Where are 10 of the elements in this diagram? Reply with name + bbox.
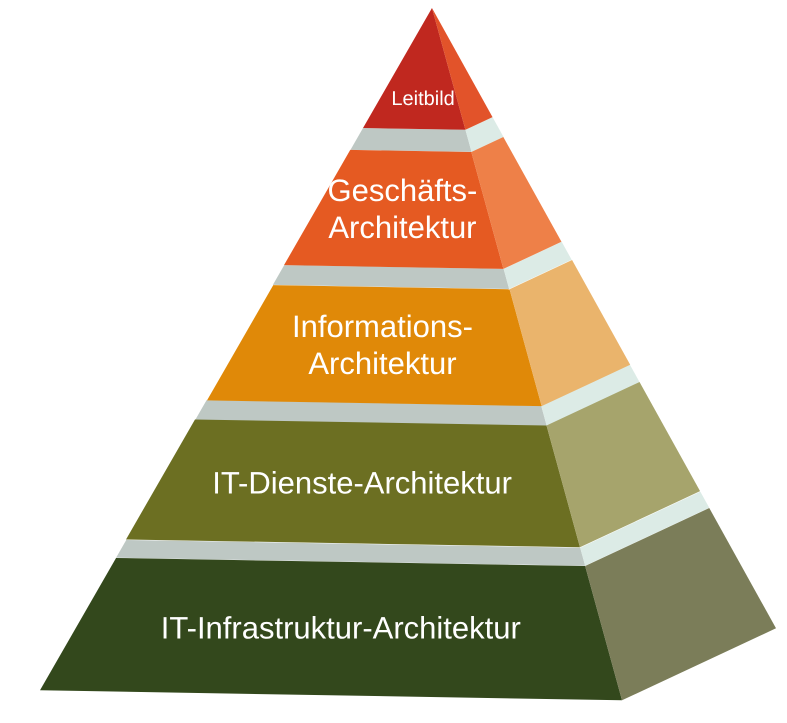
level-label: IT-Dienste-Architektur — [212, 464, 512, 502]
level-label: IT-Infrastruktur-Architektur — [160, 610, 521, 647]
level-label: Geschäfts- Architektur — [326, 172, 478, 246]
level-label: Leitbild — [391, 86, 455, 111]
pyramid-level — [40, 508, 776, 700]
pyramid-level — [363, 8, 493, 130]
pyramid-level — [206, 260, 630, 406]
pyramid-level — [284, 136, 562, 269]
pyramid-level — [126, 382, 700, 548]
level-label: Informations- Architektur — [291, 308, 474, 382]
